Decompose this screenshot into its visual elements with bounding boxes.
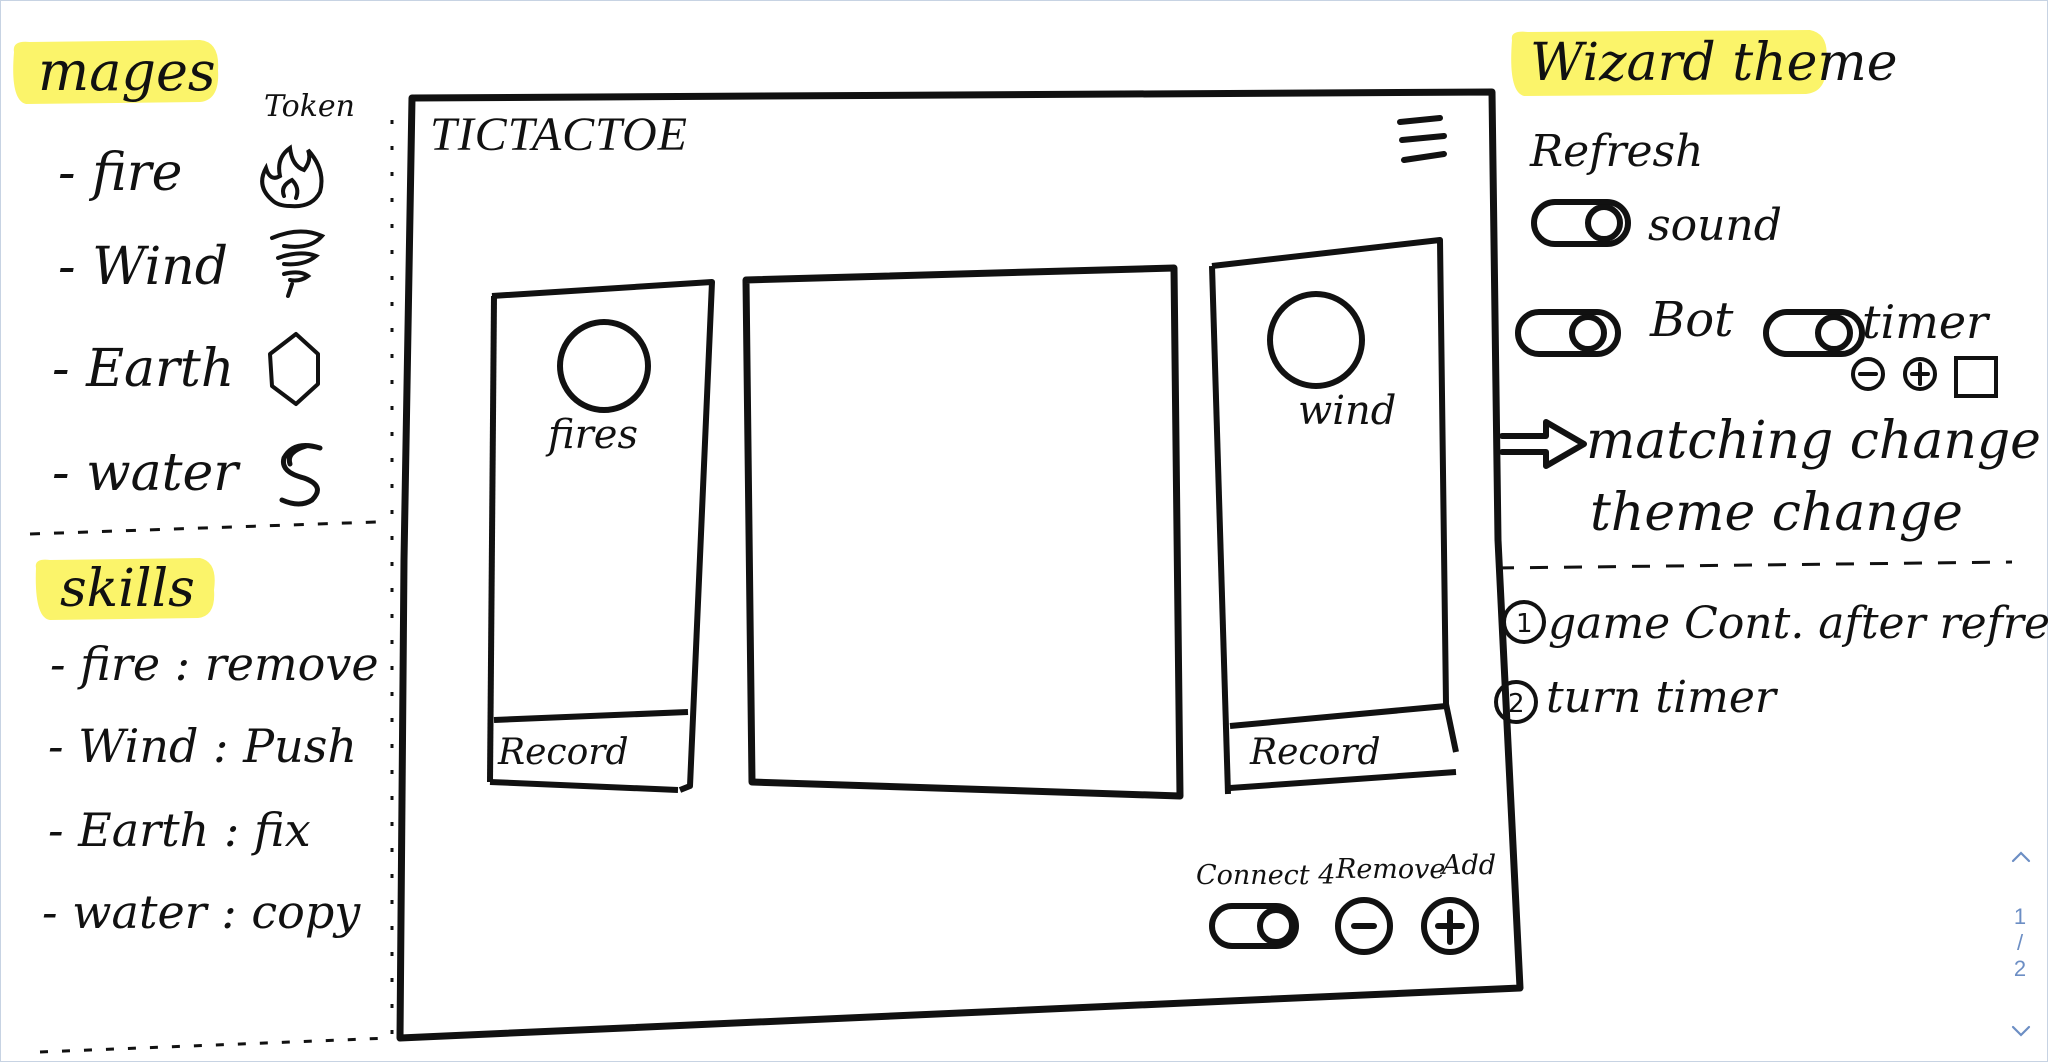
mage-earth: - Earth [52, 339, 234, 399]
page-separator: / [2016, 930, 2024, 955]
right-player-avatar [1267, 291, 1365, 389]
left-record-label[interactable]: Record [497, 732, 629, 773]
page-total: 2 [2013, 956, 2027, 981]
number-1-text: 1 [1516, 609, 1533, 639]
divider-left [29, 520, 377, 536]
timer-plus-icon[interactable] [1903, 357, 1937, 391]
highlight-mages [13, 40, 219, 104]
water-token-icon [279, 443, 323, 507]
page-current: 1 [2013, 904, 2027, 929]
sound-label: sound [1648, 200, 1782, 251]
theme-change-note: theme change [1590, 483, 1963, 543]
refresh-label: Refresh [1529, 126, 1703, 177]
token-label: Token [264, 89, 355, 124]
mage-water: - water [52, 443, 241, 503]
chevron-down-icon[interactable] [2010, 1020, 2032, 1042]
remove-label: Remove [1335, 854, 1445, 885]
arrow-icon [1499, 419, 1587, 469]
fire-token-icon [260, 144, 324, 209]
skill-fire: - fire : remove [50, 637, 379, 691]
highlight-wizard-theme [1511, 30, 1827, 96]
timer-minus-icon[interactable] [1851, 357, 1885, 391]
mages-heading: mages [38, 40, 216, 103]
number-2-text: 2 [1508, 689, 1525, 719]
right-player-panel [1209, 237, 1459, 795]
timer-toggle[interactable] [1763, 309, 1865, 357]
add-label: Add [1439, 850, 1496, 881]
connect-toggle[interactable] [1209, 903, 1299, 949]
mage-fire: - fire [58, 143, 182, 203]
pager: 1 / 2 [1992, 840, 2048, 1050]
wizard-theme-heading: Wizard theme [1530, 33, 1897, 93]
number-2-icon [1494, 680, 1538, 724]
add-button[interactable] [1421, 897, 1479, 955]
connect-label: Connect 4 [1196, 860, 1335, 891]
skills-heading: skills [60, 559, 195, 619]
highlight-skills [35, 558, 215, 620]
todo-turn-timer: turn timer [1546, 672, 1779, 723]
mockup-window [396, 88, 1524, 1042]
skill-wind: - Wind : Push [48, 719, 357, 773]
mage-wind: - Wind [58, 237, 228, 297]
bot-toggle[interactable] [1515, 309, 1621, 357]
left-player-panel [487, 279, 715, 793]
divider-bottom [39, 1036, 391, 1054]
skill-water: - water : copy [42, 885, 361, 939]
hamburger-menu-icon[interactable] [1397, 115, 1447, 163]
number-1-icon [1502, 600, 1546, 644]
left-player-name: fires [545, 412, 638, 458]
right-player-name: wind [1298, 388, 1396, 434]
sound-toggle[interactable] [1531, 199, 1631, 247]
timer-value-box[interactable] [1954, 356, 1998, 398]
skill-earth: - Earth : fix [48, 803, 311, 857]
todo-game-continue: game Cont. after refresh [1548, 598, 2048, 649]
wind-token-icon [270, 229, 326, 298]
timer-label: timer [1862, 295, 1991, 349]
right-record-label[interactable]: Record [1249, 732, 1381, 773]
bot-label: Bot [1649, 292, 1734, 348]
mockup-title: TICTACTOE [430, 108, 688, 161]
left-player-avatar [557, 319, 651, 413]
earth-token-icon [268, 332, 320, 406]
chevron-up-icon[interactable] [2010, 846, 2032, 868]
remove-button[interactable] [1335, 897, 1393, 955]
divider-right [1495, 560, 2013, 570]
matching-change-note: matching change [1586, 411, 2041, 471]
game-board[interactable] [742, 264, 1184, 800]
